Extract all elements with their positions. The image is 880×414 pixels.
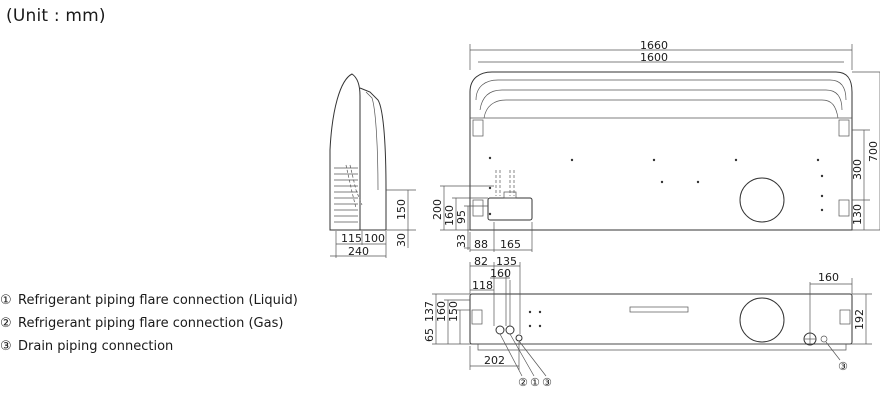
dim-front-1660: 1660 — [640, 39, 668, 52]
unit-label: (Unit : mm) — [6, 6, 106, 26]
dim-front-1600: 1600 — [640, 51, 668, 64]
marker-drain-right: ③ — [838, 360, 848, 373]
legend-number: ③ — [0, 339, 12, 354]
legend: ① Refrigerant piping flare connection (Li… — [0, 289, 298, 358]
side-view: 115 100 240 30 150 — [329, 73, 416, 258]
legend-text: Drain piping connection — [18, 339, 174, 354]
legend-number: ② — [0, 316, 12, 331]
dim-bottom-118: 118 — [472, 279, 493, 292]
marker-gas: ② — [518, 376, 528, 389]
dim-front-33: 33 — [455, 234, 468, 248]
dim-bottom-137: 137 — [423, 301, 436, 322]
dim-front-130: 130 — [851, 204, 864, 225]
dim-front-160: 160 — [443, 205, 456, 226]
dim-front-165: 165 — [500, 238, 521, 251]
dim-front-95: 95 — [455, 210, 468, 224]
dim-bottom-82: 82 — [474, 255, 488, 268]
front-view: 1660 1600 700 300 130 200 160 95 33 88 1… — [431, 39, 880, 252]
dim-bottom-192: 192 — [853, 309, 866, 330]
dim-front-200: 200 — [431, 199, 444, 220]
dim-side-115: 115 — [341, 232, 362, 245]
dim-side-240: 240 — [348, 245, 369, 258]
legend-text: Refrigerant piping flare connection (Gas… — [18, 316, 284, 331]
legend-item-drain: ③ Drain piping connection — [0, 335, 298, 358]
legend-text: Refrigerant piping flare connection (Liq… — [18, 293, 298, 308]
dim-front-700: 700 — [867, 141, 880, 162]
dim-bottom-160-left: 160 — [435, 301, 448, 322]
dim-front-88: 88 — [474, 238, 488, 251]
marker-liquid: ① — [530, 376, 540, 389]
marker-drain: ③ — [542, 376, 552, 389]
dim-bottom-202: 202 — [484, 354, 505, 367]
legend-number: ① — [0, 293, 12, 308]
dim-side-150: 150 — [395, 199, 408, 220]
bottom-view: ② ① ③ ③ 82 135 160 118 65 137 160 150 20… — [423, 255, 872, 389]
dim-side-100: 100 — [364, 232, 385, 245]
dim-side-30: 30 — [395, 233, 408, 247]
dim-front-300: 300 — [851, 159, 864, 180]
dim-bottom-160-right: 160 — [818, 271, 839, 284]
dim-bottom-160-top: 160 — [490, 267, 511, 280]
legend-item-liquid: ① Refrigerant piping flare connection (Li… — [0, 289, 298, 312]
legend-item-gas: ② Refrigerant piping flare connection (Ga… — [0, 312, 298, 335]
dim-bottom-135: 135 — [496, 255, 517, 268]
dim-bottom-150: 150 — [447, 301, 460, 322]
dim-bottom-65: 65 — [423, 328, 436, 342]
